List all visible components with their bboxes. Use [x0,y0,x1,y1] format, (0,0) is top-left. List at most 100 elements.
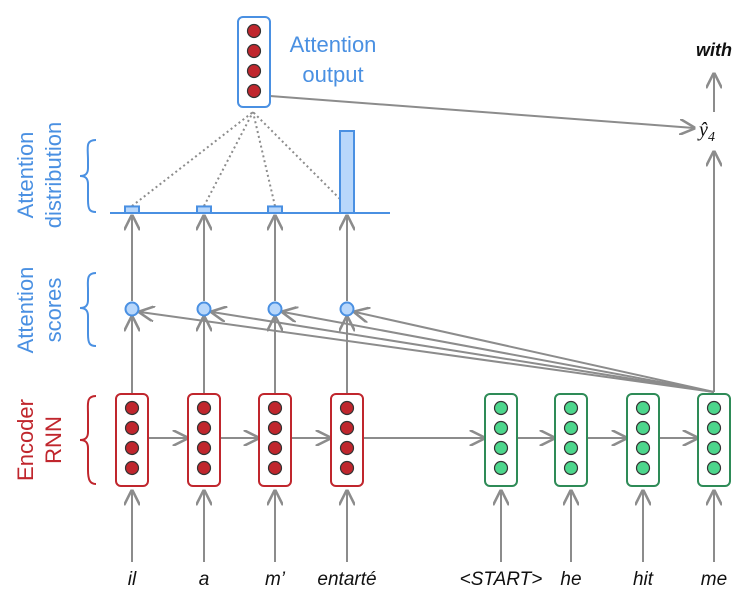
attention-weight-bar [196,205,212,215]
hidden-unit [246,83,262,99]
weighted-sum-dotted-line [131,111,254,207]
encoder-cell [187,393,221,487]
decoder-to-score-arrow [283,312,715,393]
hidden-unit [124,440,140,456]
cell-box [626,393,660,487]
attention-distribution-label: Attention distribution [13,122,66,228]
hidden-unit [196,460,212,476]
hidden-unit [267,400,283,416]
svg-text:Encoder: Encoder [13,399,38,481]
encoder-input-words: il a m’ entarté [128,569,377,590]
attention-weight-bar [267,205,283,215]
attention-output-label-line2: output [302,62,363,87]
decoder-cell [697,393,731,487]
hidden-unit [124,400,140,416]
encoder-cell [115,393,149,487]
hidden-unit [563,460,579,476]
output-prediction: ŷ4 [697,119,715,145]
hidden-unit [635,440,651,456]
hidden-unit [635,460,651,476]
encoder-rnn-cells [115,393,364,487]
cell-box [484,393,518,487]
arrows-layer [132,74,714,562]
attention-weight-bar [124,205,140,215]
hidden-unit [246,23,262,39]
weighted-sum-dotted-line [203,111,254,207]
hidden-unit [635,420,651,436]
hidden-unit [124,460,140,476]
cell-box [697,393,731,487]
encoder-word: il [128,569,137,590]
hidden-unit [563,420,579,436]
encoder-word: m’ [265,569,286,590]
decoder-word: hit [633,569,654,590]
encoder-rnn-brace [79,395,97,485]
decoder-cell [554,393,588,487]
encoder-cell [330,393,364,487]
cell-box [237,16,271,108]
hidden-unit [706,400,722,416]
hidden-unit [196,400,212,416]
svg-text:scores: scores [41,278,66,343]
hidden-unit [267,440,283,456]
hidden-unit [339,440,355,456]
attention-score-circle [339,301,355,317]
attention-score-circles [124,301,355,317]
hidden-unit [493,460,509,476]
hidden-unit [196,420,212,436]
hidden-unit [339,420,355,436]
svg-text:distribution: distribution [41,122,66,228]
weighted-sum-dotted-line [252,111,348,207]
decoder-input-words: <START> he hit me [460,569,728,590]
decoder-word: he [560,569,581,590]
attention-output-label-line1: Attention [290,32,377,57]
hidden-unit [246,63,262,79]
attention-score-circle [124,301,140,317]
hidden-unit [246,43,262,59]
cell-box [330,393,364,487]
hidden-unit [563,440,579,456]
attention-output-vector [237,16,271,108]
hidden-unit [635,400,651,416]
hidden-unit [339,400,355,416]
encoder-word: entarté [317,569,376,590]
hidden-unit [339,460,355,476]
weighted-sum-dotted-line [252,111,276,207]
svg-text:ŷ4: ŷ4 [697,119,715,145]
cell-box [187,393,221,487]
decoder-word: me [701,569,727,590]
svg-text:Attention: Attention [13,267,38,354]
hidden-unit [563,400,579,416]
decoder-cell [626,393,660,487]
cell-box [258,393,292,487]
attention-weight-bar [339,130,355,214]
decoder-rnn-cells [484,393,731,487]
decoder-to-score-arrow [355,312,715,393]
hidden-unit [706,440,722,456]
hidden-unit [493,420,509,436]
attention-scores-label: Attention scores [13,267,66,354]
encoder-cell [258,393,292,487]
decoder-to-score-arrow [212,312,715,393]
hidden-unit [493,440,509,456]
hidden-unit [267,460,283,476]
svg-text:RNN: RNN [41,416,66,464]
attention-score-circle [267,301,283,317]
encoder-word: a [199,569,210,590]
svg-text:Attention: Attention [13,132,38,219]
decoder-cell [484,393,518,487]
attention-distribution-brace [79,139,97,213]
attention-scores-brace [79,272,97,347]
attention-distribution-bars [124,130,355,215]
encoder-rnn-label: Encoder RNN [13,399,66,481]
attention-output-to-prediction-arrow [269,95,694,128]
attention-score-circle [196,301,212,317]
hidden-unit [706,460,722,476]
cell-box [554,393,588,487]
decoder-to-score-arrow [140,312,715,393]
hidden-unit [706,420,722,436]
cell-box [115,393,149,487]
decoder-word: <START> [460,569,543,590]
hidden-unit [267,420,283,436]
